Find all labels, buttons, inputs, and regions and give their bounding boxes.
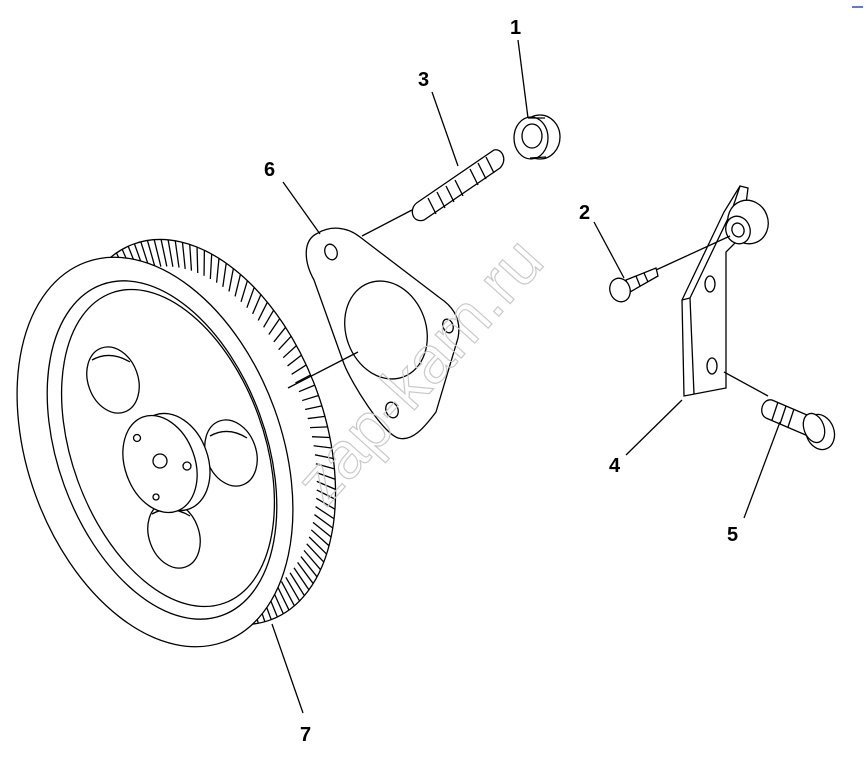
gear-tooth: [315, 506, 335, 520]
gear-tooth: [146, 240, 156, 268]
gear-tooth: [312, 521, 332, 538]
gear-tooth: [298, 384, 315, 393]
gear-tooth: [308, 536, 328, 555]
callout-5: 5: [727, 524, 738, 546]
gear-tooth: [273, 326, 287, 343]
callout-3: 3: [418, 69, 429, 91]
gear-tooth: [285, 576, 301, 602]
gear-tooth: [215, 258, 220, 283]
part-1-flange-nut: [513, 114, 561, 160]
gear-tooth: [303, 549, 322, 571]
gear-tooth: [167, 239, 174, 267]
gear-tooth: [160, 239, 168, 267]
gear-tooth: [309, 426, 328, 429]
callout-7: 7: [300, 724, 311, 746]
gear-tooth: [240, 280, 249, 303]
part-3-stud: [411, 149, 505, 222]
gear-tooth: [289, 572, 305, 596]
gear-tooth: [316, 480, 336, 490]
gear-tooth: [174, 240, 180, 268]
gear-tooth: [153, 239, 162, 267]
part-6-gasket-plate: [305, 227, 460, 440]
gear-tooth: [196, 247, 199, 274]
callout-1: 1: [510, 17, 521, 39]
gear-tooth: [282, 345, 297, 359]
gear-tooth: [268, 318, 281, 335]
gear-tooth: [315, 497, 336, 510]
gear-tooth: [252, 294, 262, 315]
gear-tooth: [278, 335, 292, 351]
gear-tooth: [301, 394, 319, 402]
part-2-bolt: [609, 267, 659, 303]
gear-tooth: [310, 529, 330, 547]
gear-tooth: [307, 415, 326, 420]
part-4-bracket: [681, 185, 769, 397]
gear-tooth: [189, 244, 193, 271]
gear-tooth: [316, 472, 336, 480]
gear-tooth: [300, 556, 318, 578]
gear-tooth: [209, 254, 213, 280]
gear-tooth: [314, 514, 334, 529]
gear-tooth: [295, 374, 311, 384]
callout-4: 4: [609, 455, 621, 477]
gear-tooth: [181, 242, 186, 269]
gear-tooth: [297, 561, 314, 584]
gear-tooth: [304, 405, 323, 411]
gear-tooth: [291, 364, 307, 375]
gear-tooth: [263, 309, 275, 328]
gear-tooth: [311, 436, 330, 439]
gear-tooth: [228, 268, 235, 292]
callout-2: 2: [579, 202, 590, 224]
gear-tooth: [280, 581, 295, 607]
part-7-toothed-pulley: [16, 238, 337, 648]
callout-labels: 1 2 3 4 5 6 7: [264, 17, 738, 746]
gear-tooth: [315, 463, 335, 470]
gear-tooth: [234, 274, 242, 297]
gear-tooth: [314, 454, 334, 460]
leader-lines: [271, 39, 781, 714]
callout-6: 6: [264, 159, 275, 181]
gear-tooth: [306, 543, 325, 563]
gear-tooth: [287, 354, 302, 367]
gear-tooth: [222, 263, 227, 287]
part-5-bolt: [761, 399, 836, 451]
gear-tooth: [257, 301, 268, 321]
gear-tooth: [276, 584, 290, 611]
gear-tooth: [293, 567, 310, 591]
gear-tooth: [313, 445, 332, 449]
gear-tooth: [246, 287, 255, 308]
gear-tooth: [316, 489, 336, 500]
